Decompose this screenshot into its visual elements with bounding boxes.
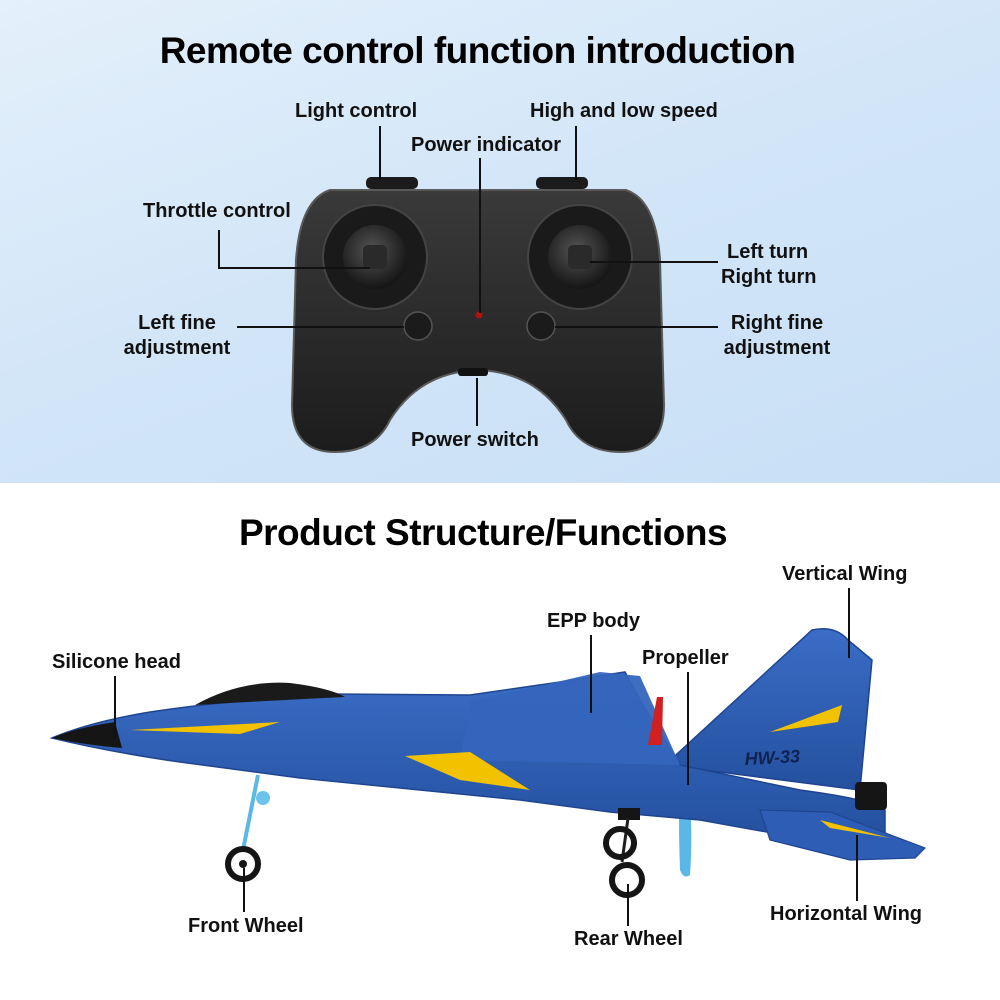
horizontal-stabilizer bbox=[759, 809, 927, 861]
label-horizontal-wing: Horizontal Wing bbox=[770, 903, 923, 925]
leader-vertical-wing bbox=[848, 588, 850, 658]
label-left-turn: Left turn bbox=[727, 241, 809, 263]
label-right-fine-line1: Right fine bbox=[730, 312, 824, 334]
leader-horizontal-wing bbox=[856, 835, 858, 901]
speed-shoulder-button bbox=[536, 177, 588, 189]
leader-turn bbox=[590, 261, 718, 263]
light-control-shoulder-button bbox=[366, 177, 418, 189]
label-left-fine-line2: adjustment bbox=[123, 337, 231, 359]
power-indicator-led bbox=[475, 311, 483, 319]
leader-power-switch bbox=[476, 378, 478, 426]
label-left-fine-adjustment: Left fine adjustment bbox=[118, 311, 236, 361]
leader-epp-body bbox=[590, 635, 592, 713]
red-fin bbox=[648, 697, 663, 745]
stripe-4 bbox=[820, 820, 890, 838]
leader-left-fine bbox=[237, 326, 404, 328]
left-fine-adjust-button bbox=[403, 311, 433, 341]
plane-marking: HW-33 bbox=[744, 746, 800, 769]
leader-throttle-v bbox=[218, 230, 220, 268]
label-epp-body: EPP body bbox=[547, 610, 640, 632]
label-left-fine-line1: Left fine bbox=[138, 312, 216, 334]
label-light-control: Light control bbox=[295, 100, 418, 122]
stripe-1 bbox=[130, 722, 280, 734]
leader-front-wheel bbox=[243, 868, 245, 912]
label-throttle-control: Throttle control bbox=[143, 200, 291, 222]
leader-rear-wheel bbox=[627, 884, 629, 926]
stripe-2 bbox=[405, 752, 530, 790]
silicone-nose bbox=[52, 722, 122, 748]
label-propeller: Propeller bbox=[642, 647, 729, 669]
label-power-indicator: Power indicator bbox=[411, 134, 562, 156]
label-silicone-head: Silicone head bbox=[52, 651, 181, 673]
leader-silicone-head bbox=[114, 676, 116, 738]
product-section-title: Product Structure/Functions bbox=[238, 512, 728, 553]
vertical-tail bbox=[663, 628, 873, 791]
leader-high-low-speed bbox=[575, 126, 577, 180]
label-right-turn: Right turn bbox=[721, 266, 817, 288]
engine-nozzle bbox=[855, 782, 887, 810]
main-wing bbox=[460, 672, 680, 765]
leader-throttle-h bbox=[218, 267, 370, 269]
label-vertical-wing: Vertical Wing bbox=[782, 563, 908, 585]
leader-power-indicator bbox=[479, 158, 481, 313]
cockpit-canopy bbox=[195, 682, 345, 705]
label-right-fine-line2: adjustment bbox=[723, 337, 831, 359]
remote-controller-illustration bbox=[290, 177, 666, 454]
remote-section-title: Remote control function introduction bbox=[159, 30, 796, 71]
stripe-3 bbox=[770, 705, 842, 732]
leader-right-fine bbox=[555, 326, 718, 328]
rear-wheel-shape-1 bbox=[603, 826, 637, 860]
label-rear-wheel: Rear Wheel bbox=[574, 928, 683, 950]
leader-propeller bbox=[687, 672, 689, 785]
label-right-fine-adjustment: Right fine adjustment bbox=[718, 311, 836, 361]
label-high-low-speed: High and low speed bbox=[530, 100, 718, 122]
label-power-switch: Power switch bbox=[411, 429, 539, 451]
label-front-wheel: Front Wheel bbox=[188, 915, 304, 937]
leader-light-control bbox=[379, 126, 381, 180]
power-switch bbox=[458, 368, 488, 376]
